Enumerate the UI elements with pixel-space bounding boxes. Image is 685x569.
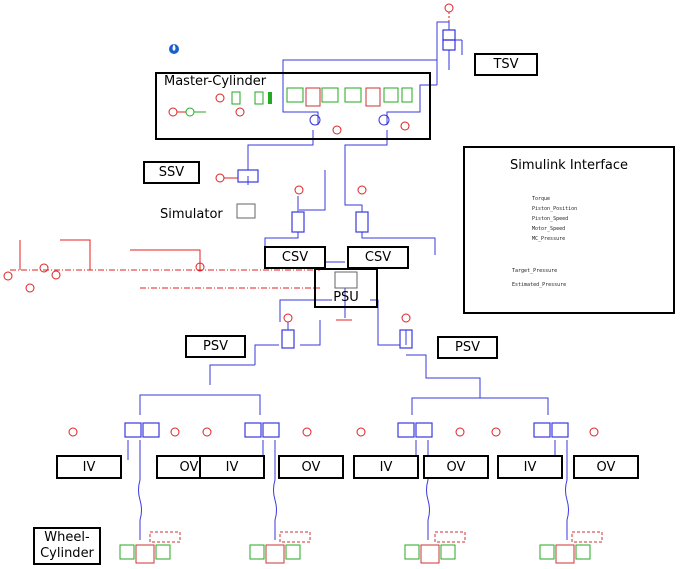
signal-lines: [3, 173, 599, 437]
csv-right-label: CSV: [347, 246, 409, 269]
ov-label-3: OV: [423, 455, 489, 479]
output-port-mc-pressure: MC_Pressure: [532, 236, 566, 242]
output-port-piston-speed: Piston_Speed: [532, 216, 569, 222]
input-port-estimated-pressure: Estimated_Pressure: [512, 282, 567, 288]
input-port-target-pressure: Target_Pressure: [512, 268, 558, 274]
simulink-title: Simulink Interface: [509, 158, 629, 173]
simulator-block: [236, 203, 256, 219]
master-cylinder-frame: [155, 72, 431, 140]
wheel-lines: [127, 440, 569, 540]
csv-left-label: CSV: [264, 246, 326, 269]
ssv-label: SSV: [143, 161, 200, 184]
iv-label-3: IV: [353, 455, 419, 479]
tsv-label: TSV: [474, 53, 538, 76]
tsv-valve: [442, 3, 463, 70]
simulator-label: Simulator: [157, 206, 226, 223]
simulink-interface-panel: Simulink Interface: [463, 146, 675, 314]
psv-left-label: PSV: [185, 335, 246, 358]
master-cylinder-label: Master-Cylinder: [162, 74, 269, 89]
psu-label: PSU: [314, 268, 378, 308]
iv-label-4: IV: [497, 455, 563, 479]
psv-right-label: PSV: [437, 336, 498, 359]
output-port-piston-position: Piston_Position: [532, 206, 578, 212]
wheel-cylinder-label: Wheel- Cylinder: [33, 527, 101, 565]
iv-label-1: IV: [56, 455, 122, 479]
ov-label-4: OV: [573, 455, 639, 479]
ov-label-2: OV: [278, 455, 344, 479]
output-port-motor-speed: Motor_Speed: [532, 226, 566, 232]
output-port-torque: Torque: [532, 196, 551, 202]
iv-label-2: IV: [199, 455, 265, 479]
master-cylinder-internals: [168, 87, 413, 135]
wheel-cylinders: [119, 531, 603, 564]
droplet-highlight: [172, 44, 176, 51]
psu-block: [334, 271, 358, 289]
valves: [124, 169, 569, 438]
